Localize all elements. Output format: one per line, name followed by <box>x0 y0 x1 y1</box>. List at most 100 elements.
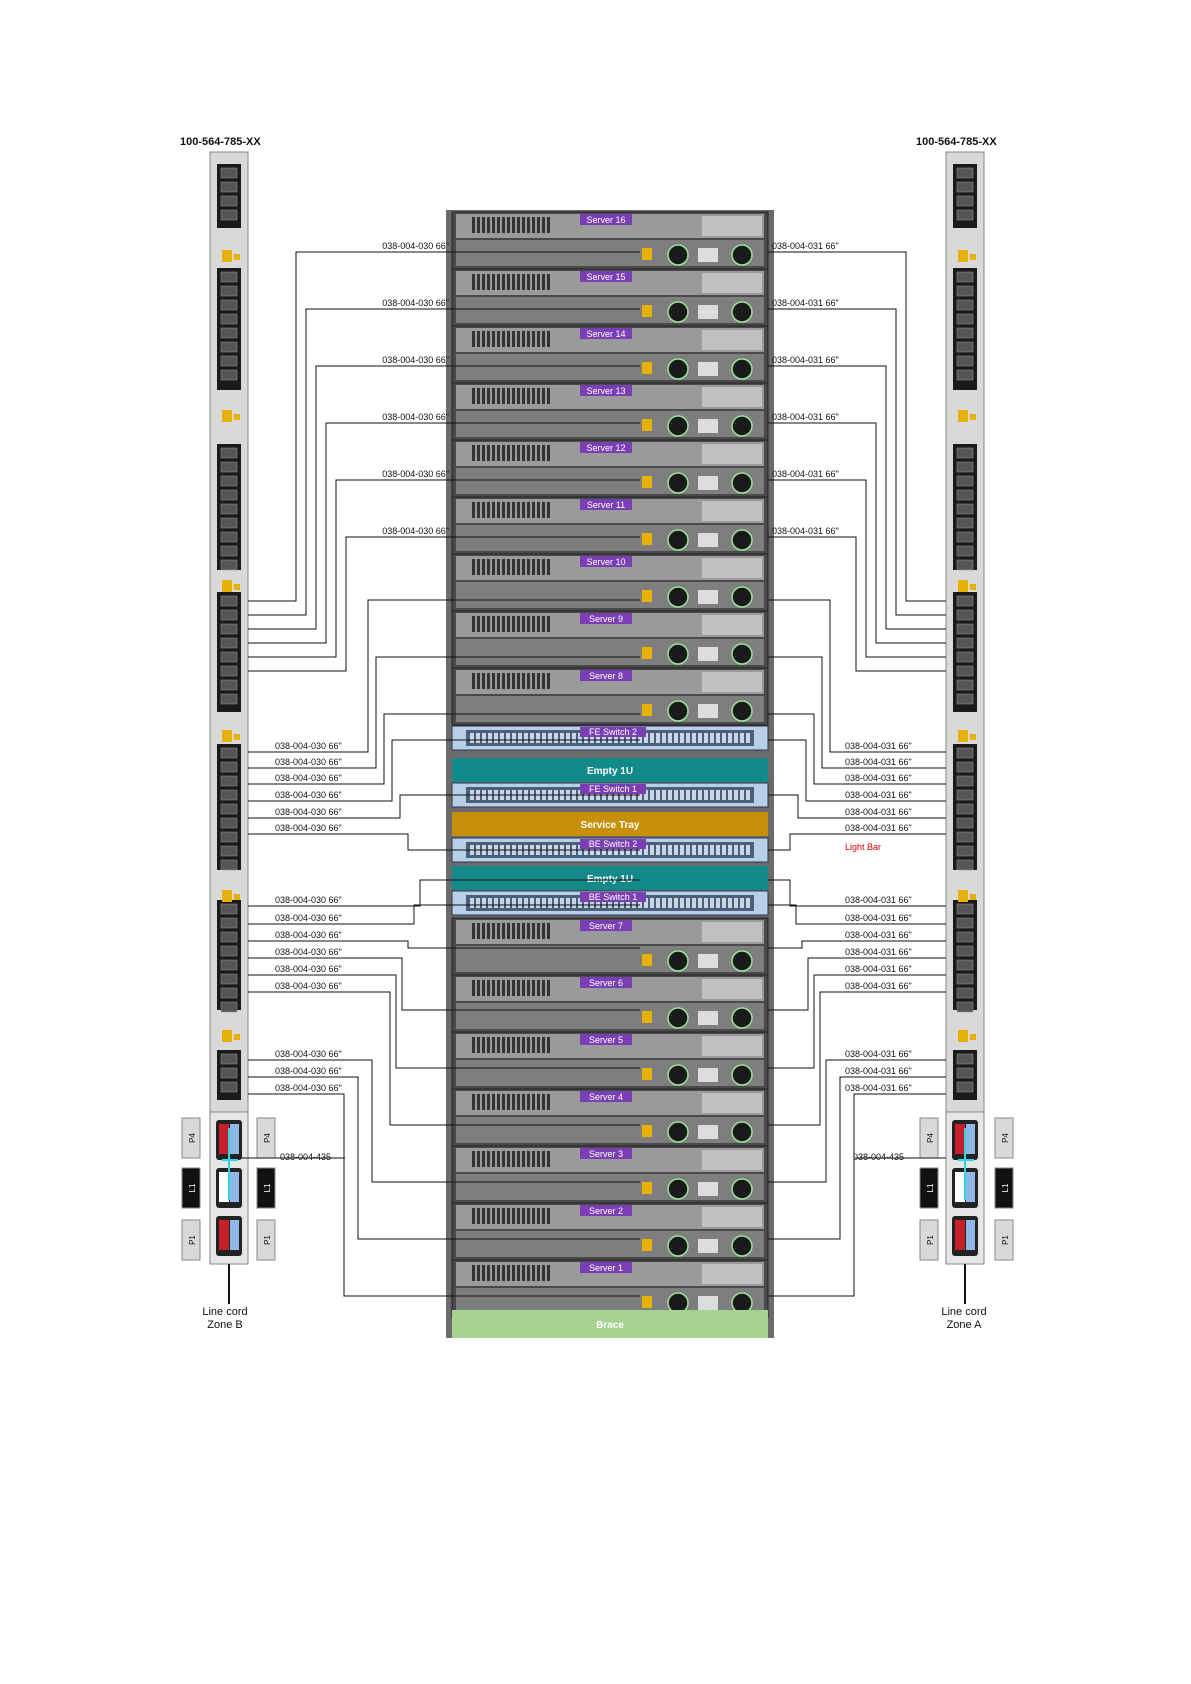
rack-unit-server-2-vent <box>507 1208 510 1224</box>
rack-unit-server-4: Server 4 <box>451 1088 769 1147</box>
rack-unit-fe-switch-2-port <box>626 733 630 743</box>
rack-unit-server-8-vent <box>527 673 530 689</box>
rack-unit-server-9-label: Server 9 <box>589 614 623 624</box>
rack-unit-server-13-vent <box>517 388 520 404</box>
rack-unit-fe-switch-2-port <box>740 733 744 743</box>
rack-unit-be-switch-1-port <box>716 898 720 908</box>
right-mid-cable-label: 038-004-031 66" <box>845 773 912 783</box>
rack-unit-server-8-panel <box>702 672 762 692</box>
rack-unit-server-6-vent <box>527 980 530 996</box>
left-outlet <box>220 817 238 829</box>
rack-unit-server-1-vent <box>537 1265 540 1281</box>
rack-unit-server-11-psu <box>698 533 718 547</box>
rack-unit-server-1-vent <box>472 1265 475 1281</box>
rack-unit-server-16-vent <box>547 217 550 233</box>
left-outlet <box>220 595 238 607</box>
left-outlet <box>220 693 238 705</box>
rack-unit-be-switch-2-port <box>656 845 660 855</box>
left-bottom-power-cable <box>248 1059 640 1183</box>
rack-unit-server-7-vent <box>512 923 515 939</box>
rack-unit-server-14-vent <box>532 331 535 347</box>
rack-unit-server-13-vent <box>477 388 480 404</box>
rack-unit-fe-switch-2-port <box>566 733 570 743</box>
right-line-cord-label: Line cord Zone A <box>924 1306 1004 1332</box>
rack-unit-server-8-psu-fan <box>731 700 753 722</box>
right-outer-breaker-tag-label: P4 <box>1001 1133 1010 1143</box>
rack-unit-fe-switch-2-port <box>482 733 486 743</box>
rack-unit-be-switch-2-port <box>662 845 666 855</box>
rack-unit-fe-switch-2-port <box>524 733 528 743</box>
right-line-cord-zone: Zone A <box>946 1319 982 1331</box>
rack-unit-server-3-psu <box>698 1182 718 1196</box>
rack-unit-server-10-vent <box>477 559 480 575</box>
rack-unit-server-2-vent <box>472 1208 475 1224</box>
rack-unit-server-1-psu-port <box>642 1296 652 1308</box>
left-breaker-marker <box>234 734 240 740</box>
rack-unit-be-switch-2-port <box>686 845 690 855</box>
right-outlet <box>956 285 974 297</box>
rack-unit-server-11-vent <box>492 502 495 518</box>
rack-unit-server-7-psu-port <box>642 954 652 966</box>
rack-unit-fe-switch-2-port <box>488 733 492 743</box>
rack-unit-server-6-vent <box>532 980 535 996</box>
rack-unit-server-14-psu-fan <box>731 358 753 380</box>
rack-unit-server-9-vent <box>502 616 505 632</box>
left-upper-power-cable <box>248 308 640 616</box>
rack-unit-server-12-vent <box>532 445 535 461</box>
rack-unit-server-13-vent <box>522 388 525 404</box>
left-breaker-marker <box>222 410 232 422</box>
rack-unit-server-6-vent <box>522 980 525 996</box>
right-upper-cable-label: 038-004-031 66" <box>772 469 839 479</box>
left-breaker-marker <box>222 890 232 902</box>
rack-unit-be-switch-1-port <box>530 898 534 908</box>
rack-unit-fe-switch-1-port <box>740 790 744 800</box>
rack-unit-fe-switch-2-port <box>692 733 696 743</box>
rack-unit-server-8-label-bg <box>580 670 632 681</box>
left-outlet <box>220 1081 238 1093</box>
left-upper-cable-label: 038-004-030 66" <box>382 412 449 422</box>
right-upper-power-cable <box>768 536 946 672</box>
rack-unit-server-14-vent <box>502 331 505 347</box>
rack-unit-be-switch-1-port <box>626 898 630 908</box>
rack-unit-server-7-vent <box>497 923 500 939</box>
rack-unit-fe-switch-2-label-bg <box>580 727 646 737</box>
rack-unit-server-13-psu-port <box>642 419 652 431</box>
rack-unit-server-12-vent <box>497 445 500 461</box>
rack-unit-server-10-vent <box>482 559 485 575</box>
rack-unit-server-15-vent <box>527 274 530 290</box>
right-bottom-cable-label: 038-004-031 66" <box>845 1066 912 1076</box>
rack-unit-be-switch-1-port <box>536 898 540 908</box>
light-bar-label: Light Bar <box>845 842 882 852</box>
rack-unit-server-3-vent <box>547 1151 550 1167</box>
right-outlet <box>956 761 974 773</box>
rack-unit-fe-switch-2-port <box>512 733 516 743</box>
left-outlet <box>220 747 238 759</box>
rack-unit-fe-switch-2-port <box>608 733 612 743</box>
rack-unit-fe-switch-2-port <box>596 733 600 743</box>
left-inner-breaker-tag <box>256 1167 276 1209</box>
left-upper-cable-label: 038-004-030 66" <box>382 298 449 308</box>
rack-unit-fe-switch-2-port <box>710 733 714 743</box>
rack-unit-server-16-vent <box>492 217 495 233</box>
rack-unit-server-15-vent <box>507 274 510 290</box>
rack-unit-server-14: Server 14 <box>451 325 769 384</box>
right-breaker-marker <box>970 1034 976 1040</box>
rack-unit-server-15-vent <box>477 274 480 290</box>
left-low-power-cable <box>248 940 640 949</box>
right-outlet <box>956 831 974 843</box>
rack-unit-server-15-vent <box>537 274 540 290</box>
left-breaker-marker <box>234 584 240 590</box>
rack-unit-be-switch-1-port <box>638 898 642 908</box>
rack-unit-server-16: Server 16 <box>451 211 769 270</box>
rack-unit-fe-switch-2-port <box>614 733 618 743</box>
rack-unit-server-9-vent <box>492 616 495 632</box>
rack-unit-be-switch-1-port <box>650 898 654 908</box>
rack-unit-fe-switch-1-port <box>716 790 720 800</box>
right-breaker-marker <box>970 734 976 740</box>
rack-unit-server-15-psu <box>698 305 718 319</box>
left-pdu <box>209 151 249 1265</box>
rack-unit-server-6-vent <box>517 980 520 996</box>
rack-unit-server-15-panel <box>702 273 762 293</box>
right-breaker-marker <box>970 254 976 260</box>
right-bottom-cable-label: 038-004-031 66" <box>845 1049 912 1059</box>
